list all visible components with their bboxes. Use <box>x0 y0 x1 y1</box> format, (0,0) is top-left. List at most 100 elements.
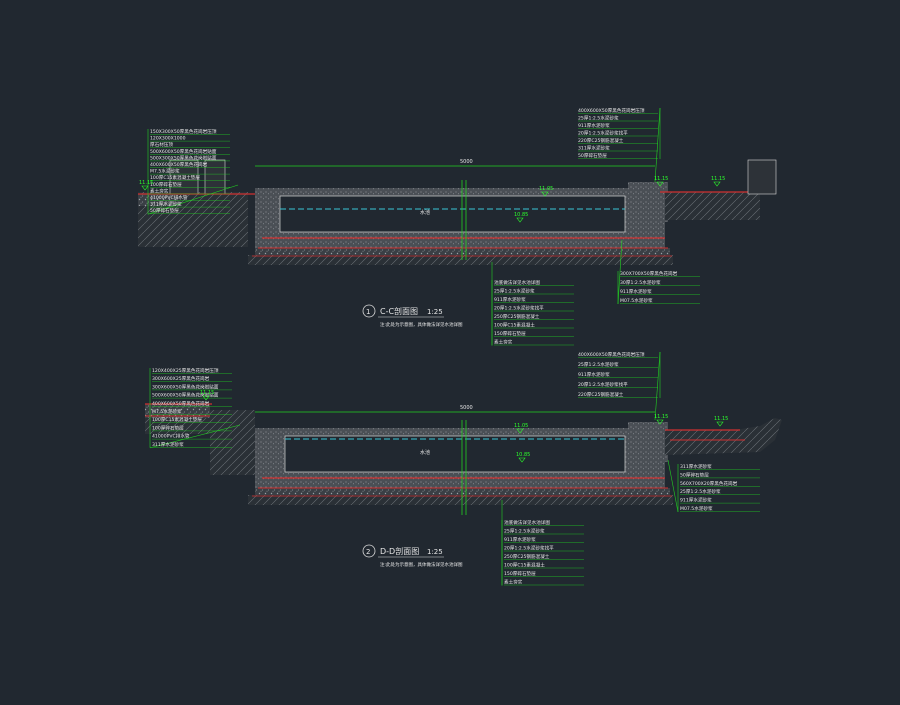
section-1-number-circle <box>362 304 376 318</box>
level-value: 11.05 <box>539 186 553 192</box>
section-2-title: D-D剖面图 <box>380 546 419 556</box>
section-2-top-dimension: 5000 <box>460 405 473 411</box>
section-2-number: 2 <box>366 548 370 556</box>
sec2-right-label: 400X600X50厚黑色花岗岩压顶 <box>578 351 645 358</box>
sec2-lowright-label: 911厚水泥砂浆 <box>680 497 712 504</box>
sec2-bottom-label: 100厚C15素混凝土 <box>504 562 545 569</box>
sec1-left-label: 100厚C15素混凝土垫层 <box>150 174 200 181</box>
section-2-right-edge <box>628 422 668 462</box>
section-2-pool-water <box>284 435 626 473</box>
sec1-left-label: M7.5水泥砂浆 <box>150 168 180 175</box>
sec1-bottom-label: 150厚碎石垫层 <box>494 330 526 337</box>
sec2-bottom-label: 素土夯实 <box>504 579 523 586</box>
sec1-left-label: 150X300X50厚黑色花岗岩压顶 <box>150 128 217 135</box>
sec1-left-label: 400X600X50厚黑色花岗岩 <box>150 161 208 168</box>
section-2-left-ground <box>145 418 220 434</box>
sec1-right-label: 400X600X50厚黑色花岗岩压顶 <box>578 107 645 114</box>
sec2-left-label: M7.5水泥砂浆 <box>152 408 182 415</box>
level-value: 11.05 <box>514 423 528 429</box>
section-1-right-planter <box>747 159 777 195</box>
section-1-right-edge <box>628 182 668 222</box>
sec2-left-label: 311厚水泥砂浆 <box>152 441 184 448</box>
level-value: 11.15 <box>714 416 728 422</box>
section-1-drawing: 5000 水池 <box>138 159 777 265</box>
section-1-pool-water <box>279 195 626 233</box>
sec1-right-label: 20厚1:2.5水泥砂浆找平 <box>578 130 628 137</box>
sec1-bottom-label: 100厚C15素混凝土 <box>494 322 535 329</box>
section-2-floor-gravel <box>255 488 670 495</box>
section-2-right-annotations: 400X600X50厚黑色花岗岩压顶 25厚1:2.5水泥砂浆 911厚水泥砂浆 20… <box>578 351 661 421</box>
sec1-bottom-label: 911厚水泥砂浆 <box>494 296 526 303</box>
section-1-left-annotations: 150X300X50厚黑色花岗岩压顶120X300X1000厚石材压顶500X6… <box>147 128 239 215</box>
section-1-note: 注:此处为示意图，具体做法详见水池详图 <box>380 321 463 328</box>
level-triangle-icon <box>716 421 724 427</box>
section-2-drawing: 5000 水池 <box>145 403 782 515</box>
sec1-right-label: 311厚水泥砂浆 <box>578 145 610 152</box>
sec2-left-label: 500X600X50厚黑色花岗岩贴面 <box>152 392 219 399</box>
section-2-number-circle <box>362 544 376 558</box>
sec2-bottom-label: 150厚碎石垫层 <box>504 570 536 577</box>
section-2-lower-right-annotations: 311厚水泥砂浆50厚碎石垫层560X700X20厚黑色花岗岩25厚1:2.5水… <box>667 459 760 513</box>
sec2-right-label: 220厚C25钢筋混凝土 <box>578 391 624 398</box>
section-2-title-block: 2 D-D剖面图 1:25 注:此处为示意图，具体做法详见水池详图 <box>362 544 463 568</box>
section-1-title: C-C剖面图 <box>380 306 418 316</box>
level-value: 11.15 <box>654 176 668 182</box>
level-value: 11.15 <box>654 414 668 420</box>
sec1-bottom-label: 250厚C25钢筋混凝土 <box>494 313 540 320</box>
section-2-scale: 1:25 <box>427 548 443 556</box>
section-2-note: 注:此处为示意图，具体做法详见水池详图 <box>380 561 463 568</box>
section-1-left-planter <box>169 159 199 195</box>
sec1-lowright-label: 300X700X50厚黑色花岗岩 <box>620 270 678 277</box>
level-value: 11.15 <box>711 176 725 182</box>
sec2-right-label: 911厚水泥砂浆 <box>578 371 610 378</box>
sec2-bottom-label: 池底做法详见水池详图 <box>504 519 550 526</box>
section-2-floor-soil <box>248 495 673 505</box>
section-1-scale: 1:25 <box>427 308 443 316</box>
level-value: 11.15 <box>139 180 153 186</box>
level-triangle-icon <box>141 185 149 191</box>
section-1-number: 1 <box>366 308 370 316</box>
section-2-water-label: 水池 <box>420 449 430 456</box>
section-1-water-label: 水池 <box>420 209 430 216</box>
sec2-right-label: 20厚1:2.5水泥砂浆找平 <box>578 381 628 388</box>
sec1-bottom-label: 25厚1:2.5水泥砂浆 <box>494 288 535 295</box>
sec2-left-label: 120X400X25厚黑色花岗岩压顶 <box>152 367 219 374</box>
sec1-left-label: 100厚碎石垫层 <box>150 181 182 188</box>
level-triangle-icon <box>656 181 664 187</box>
sec2-right-label: 25厚1:2.5水泥砂浆 <box>578 361 619 368</box>
sec2-lowright-label: 25厚1:2.5水泥砂浆 <box>680 488 721 495</box>
sec1-lowright-label: 911厚水泥砂浆 <box>620 288 652 295</box>
section-2-right-ground <box>665 418 782 455</box>
section-1-left-planter-2 <box>204 159 226 195</box>
sec1-left-label: 41000PVC排水管 <box>150 194 188 201</box>
section-2-left-wall-base <box>210 410 255 475</box>
sec1-right-label: 50厚碎石垫层 <box>578 152 607 159</box>
sec2-lowright-label: 311厚水泥砂浆 <box>680 463 712 470</box>
sec2-left-label: 400X600X50厚黑色花岗岩 <box>152 400 210 407</box>
sec2-bottom-label: 20厚1:2.5水泥砂浆找平 <box>504 545 554 552</box>
sec2-bottom-label: 911厚水泥砂浆 <box>504 536 536 543</box>
level-triangle-icon <box>516 428 524 434</box>
level-value: 11.15 <box>200 390 214 396</box>
section-1-floor-soil <box>248 255 673 265</box>
section-2-bottom-annotations: 池底做法详见水池详图25厚1:2.5水泥砂浆911厚水泥砂浆20厚1:2.5水泥… <box>501 500 584 586</box>
section-2-left-annotations: 120X400X25厚黑色花岗岩压顶300X600X25厚黑色花岗岩300X60… <box>149 367 241 449</box>
sec2-left-label: 41000PVC排水管 <box>152 433 190 440</box>
level-triangle-icon <box>541 191 549 197</box>
sec1-lowright-label: M07.5水泥砂浆 <box>620 297 653 304</box>
section-1-right-ground <box>665 192 760 220</box>
sec1-left-label: 500X600X50厚黑色花岗岩贴面 <box>150 148 217 155</box>
sec1-lowright-label: 30厚1:2.5水泥砂浆 <box>620 279 661 286</box>
sec2-left-label: 300X600X25厚黑色花岗岩 <box>152 375 210 382</box>
section-1-right-annotations: 400X600X50厚黑色花岗岩压顶25厚1:2.5水泥砂浆911厚水泥砂浆20… <box>578 107 661 183</box>
level-value: 10.85 <box>516 452 530 458</box>
sec2-lowright-label: 50厚碎石垫层 <box>680 471 709 478</box>
level-triangle-icon <box>516 217 524 223</box>
level-triangle-icon <box>656 419 664 425</box>
level-triangle-icon <box>518 457 526 463</box>
sec1-right-label: 220厚C25钢筋混凝土 <box>578 137 624 144</box>
section-1-title-block: 1 C-C剖面图 1:25 注:此处为示意图，具体做法详见水池详图 <box>362 304 463 328</box>
